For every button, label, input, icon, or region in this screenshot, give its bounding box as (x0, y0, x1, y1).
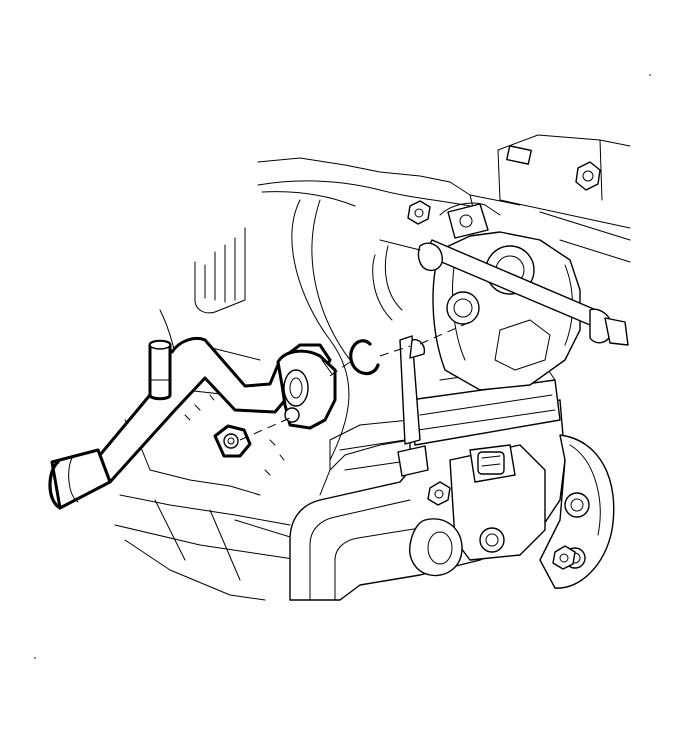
nut (213, 424, 252, 458)
mounting-bolt (427, 481, 451, 506)
mounting-bolt (407, 200, 431, 225)
mounting-bolt (575, 161, 601, 191)
stabilizer-bar-link (339, 335, 429, 477)
lower-knuckle (408, 444, 546, 577)
stray-dot (34, 657, 36, 659)
assembly-lines (239, 321, 471, 441)
mounting-bolt (552, 545, 576, 570)
surface-hatching (184, 394, 285, 476)
stray-dot (649, 74, 651, 76)
retaining-clip (349, 339, 380, 376)
transverse-rod (372, 239, 629, 346)
mounting-bolts (407, 145, 601, 570)
stabilizer-bar-bushing (276, 349, 337, 430)
